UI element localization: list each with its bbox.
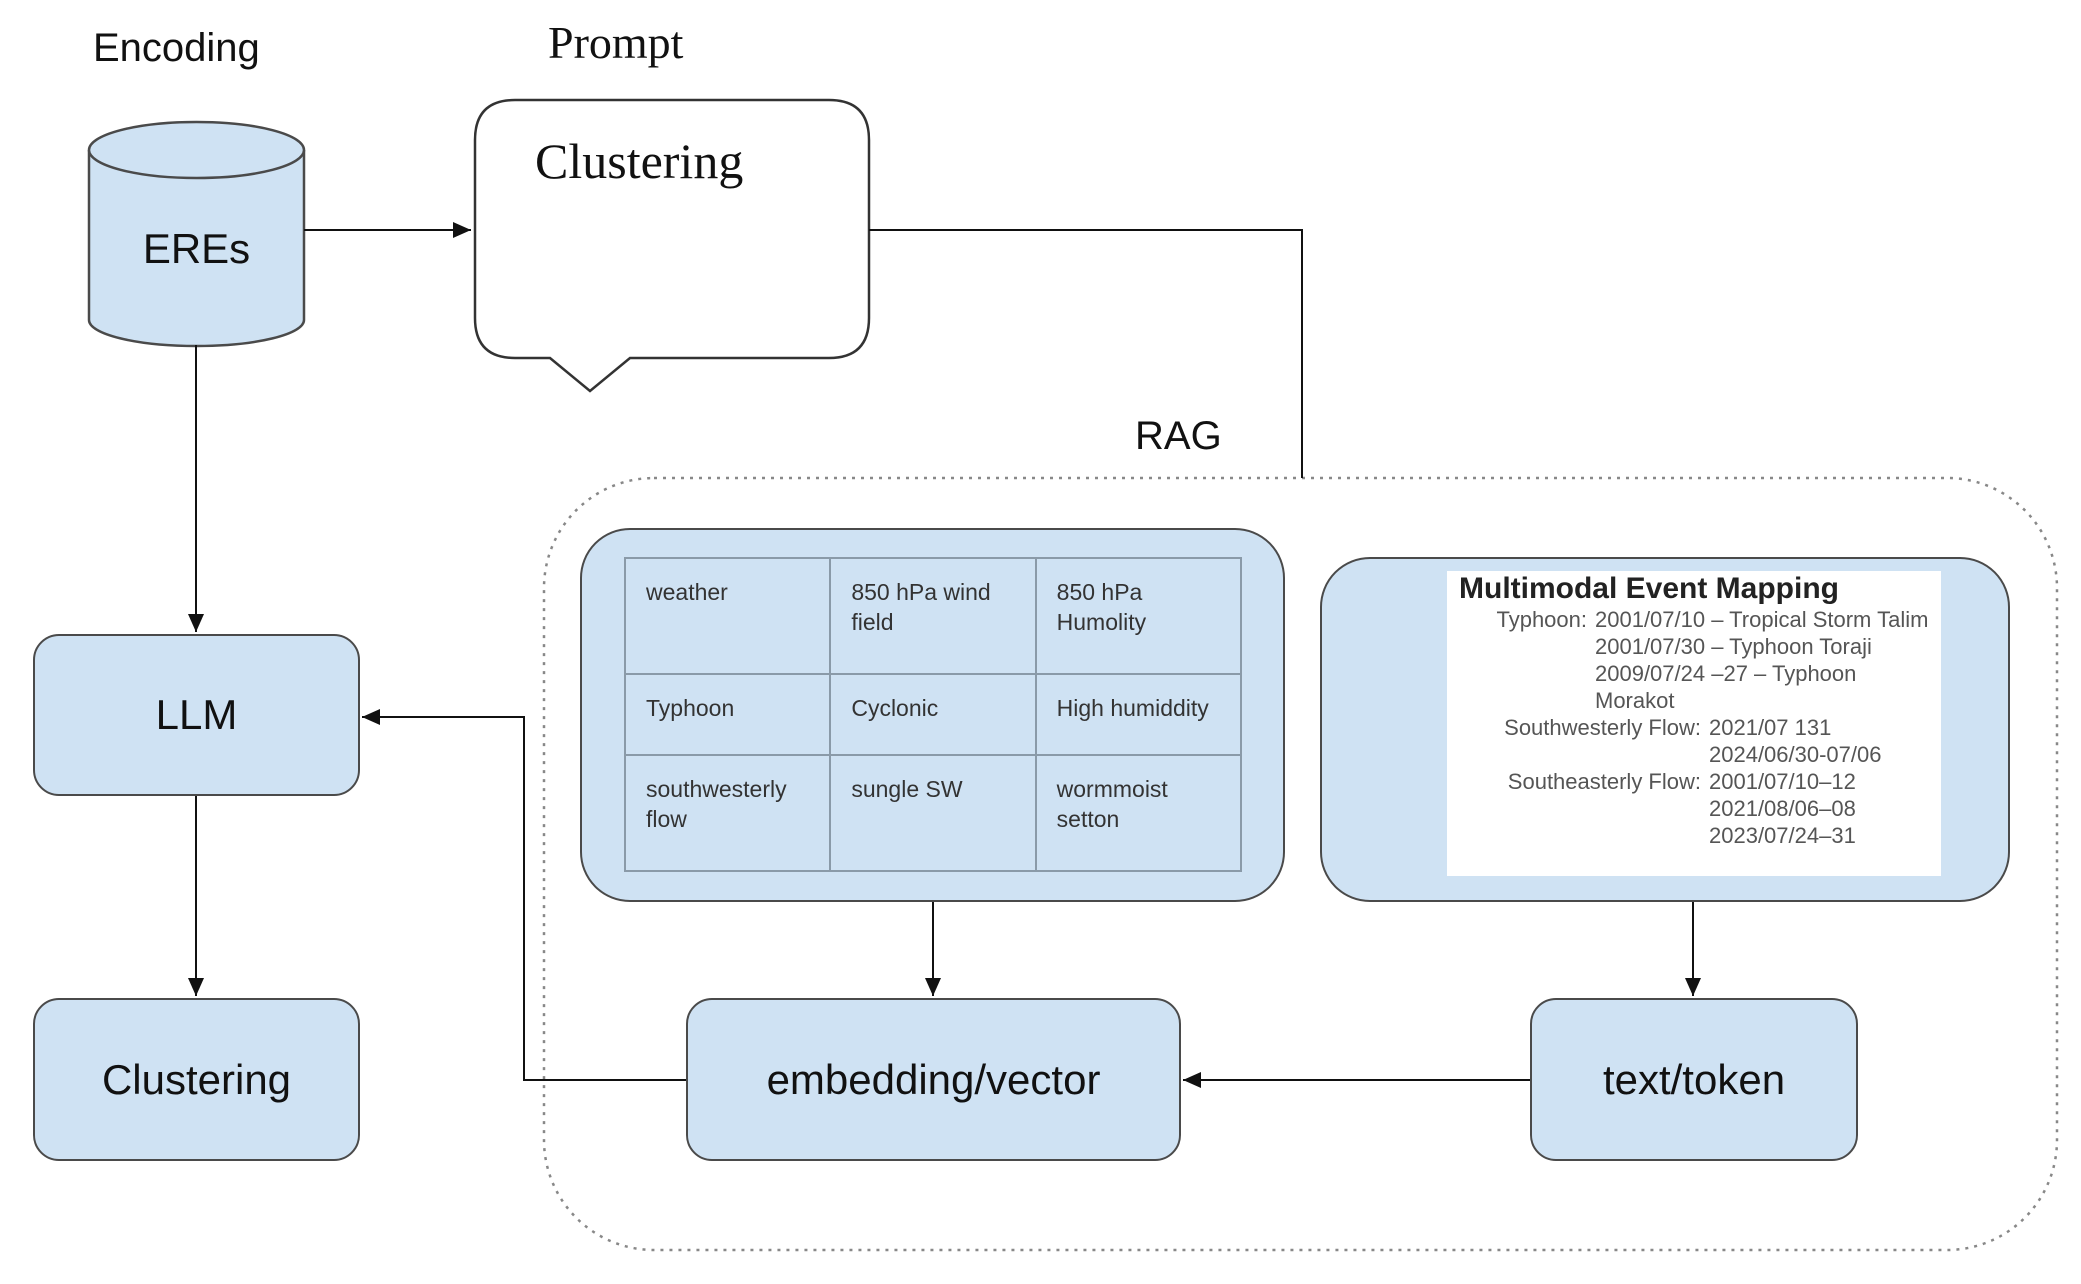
table-cell: southwesterly flow [623,753,832,873]
table-cell: Typhoon [623,673,832,756]
mapping-sw-label: Southwesterly Flow: [1504,715,1701,740]
event-mapping-panel: Multimodal Event Mapping Typhoon: 2001/0… [1447,571,1941,876]
prompt-label: Prompt [548,17,684,68]
eres-label: EREs [142,225,251,272]
table-row: southwesterly flow sungle SW wormmoist s… [623,753,1243,873]
mapping-typhoon-label: Typhoon: [1496,607,1587,632]
table-cell: weather [623,556,832,676]
eres-database-icon [87,120,306,348]
rag-label: RAG [1135,414,1222,458]
llm-node: LLM [33,634,360,796]
table-row: Typhoon Cyclonic High humiddity [623,673,1243,756]
prompt-bubble [473,98,871,393]
mapping-entry: 2024/06/30-07/06 [1709,742,1882,767]
table-cell: High humiddity [1034,673,1243,756]
line-prompt-to-rag [869,229,1303,478]
embedding-label: embedding/vector [766,1055,1101,1103]
text-token-node: text/token [1530,998,1858,1161]
mapping-entry: 2001/07/10–12 [1709,769,1856,794]
mapping-entry: 2001/07/30 – Typhoon Toraji [1595,634,1872,659]
feature-table: weather 850 hPa wind field 850 hPa Humol… [623,556,1243,873]
arrow-embedding-to-llm [362,709,686,1081]
mapping-entry: 2021/08/06–08 [1709,796,1856,821]
clustering-label: Clustering [101,1055,292,1103]
mapping-entry: 2023/07/24–31 [1709,823,1856,848]
table-row: weather 850 hPa wind field 850 hPa Humol… [623,556,1243,676]
table-cell: sungle SW [829,753,1037,873]
mapping-title: Multimodal Event Mapping [1459,572,1839,605]
rag-container [542,476,2059,1252]
encoding-label: Encoding [93,26,260,70]
mapping-entry: 2009/07/24 –27 – Typhoon Morakot [1595,661,1857,713]
mapping-entry: 2021/07 131 [1709,715,1832,740]
clustering-node: Clustering [33,998,360,1161]
mapping-entry: 2001/07/10 – Tropical Storm Talim [1595,607,1929,632]
table-cell: Cyclonic [829,673,1037,756]
table-cell: 850 hPa wind field [829,556,1037,676]
prompt-clustering-text: Clustering [535,133,744,189]
embedding-node: embedding/vector [686,998,1181,1161]
table-cell: 850 hPa Humolity [1034,556,1243,676]
mapping-se-label: Southeasterly Flow: [1507,769,1701,794]
table-cell: wormmoist setton [1034,753,1243,873]
llm-label: LLM [155,691,238,738]
text-token-label: text/token [1602,1055,1786,1103]
